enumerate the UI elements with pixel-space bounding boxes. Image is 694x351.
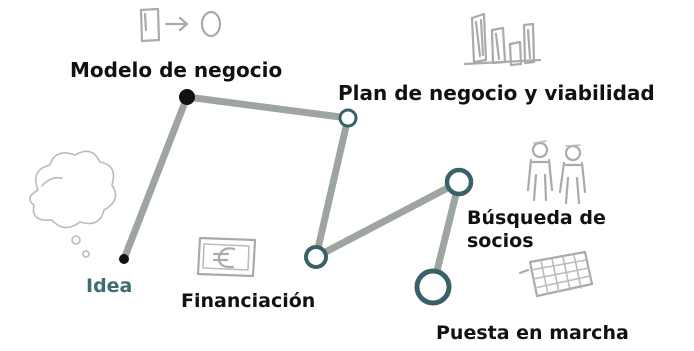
label-financiacion: Financiación: [181, 290, 315, 312]
thought-cloud-icon: [29, 150, 117, 258]
node-puesta-en-marcha: [414, 268, 452, 306]
node-busqueda-de-socios: [444, 167, 474, 197]
calendar-grid-icon: [518, 250, 594, 298]
roadmap-path: [120, 93, 463, 291]
bar-chart-icon: [463, 12, 542, 67]
label-idea: Idea: [86, 275, 132, 297]
people-icon: [526, 140, 587, 205]
euro-banknote-icon: [196, 236, 257, 278]
label-busqueda-de-socios-line2: socios: [467, 230, 534, 252]
label-modelo-de-negocio: Modelo de negocio: [70, 58, 282, 82]
node-idea: [119, 254, 129, 264]
label-busqueda-de-socios-line1: Búsqueda de: [467, 207, 606, 229]
node-modelo-de-negocio: [179, 89, 195, 105]
label-plan-de-negocio: Plan de negocio y viabilidad: [338, 81, 655, 105]
node-plan-de-negocio: [338, 108, 358, 128]
node-financiacion: [304, 245, 328, 269]
phone-arrow-circle-icon: [139, 7, 222, 43]
label-puesta-en-marcha: Puesta en marcha: [436, 322, 629, 344]
